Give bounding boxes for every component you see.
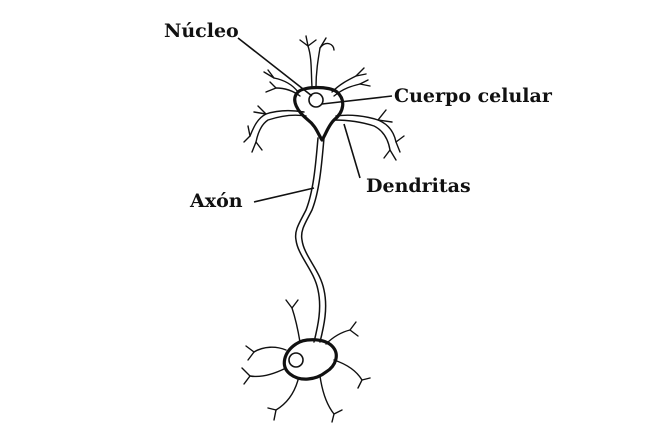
label-nucleus: Núcleo (164, 20, 239, 42)
axon-leader-line (253, 187, 315, 203)
upper-dendrites (243, 35, 405, 161)
label-dendrites: Dendritas (366, 175, 471, 197)
lower-dendrites (241, 299, 371, 423)
lower-nucleus (288, 352, 304, 368)
upper-cell-body (293, 85, 345, 142)
cell-body-leader-line (321, 95, 393, 105)
upper-nucleus (308, 92, 324, 108)
label-axon: Axón (189, 190, 243, 212)
nucleus-leader-line (237, 37, 313, 97)
lower-neuron (241, 299, 371, 423)
lower-cell-body (282, 338, 338, 381)
label-cell-body: Cuerpo celular (394, 85, 553, 107)
axon (294, 137, 327, 343)
dendrites-leader-line (343, 123, 361, 179)
upper-neuron (243, 35, 405, 161)
leader-lines (237, 37, 393, 203)
